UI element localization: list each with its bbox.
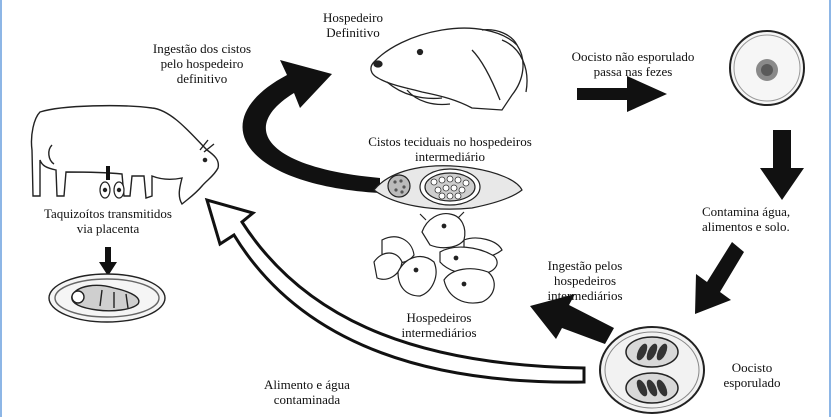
unsporulated-oocyst-line2: passa nas fezes bbox=[540, 64, 726, 79]
intermediate-hosts-illustration bbox=[374, 212, 502, 303]
feces-arrow bbox=[577, 76, 667, 112]
intermediate-hosts-line1: Hospedeiros bbox=[384, 310, 494, 325]
sporulation-arrow bbox=[695, 242, 744, 314]
sporulated-oocyst-label: Oocisto esporulado bbox=[710, 360, 794, 390]
sporulated-oocyst-line2: esporulado bbox=[710, 375, 794, 390]
definitive-host-line1: Hospedeiro bbox=[302, 10, 404, 25]
tissue-cysts-label: Cistos teciduais no hospedeiros intermed… bbox=[327, 134, 573, 164]
tachyzoites-line2: via placenta bbox=[18, 221, 198, 236]
contaminated-food-line1: Alimento e água bbox=[240, 377, 374, 392]
tachyzoites-label: Taquizoítos transmitidos via placenta bbox=[18, 206, 198, 236]
contamination-down-arrow bbox=[760, 130, 804, 200]
unsporulated-oocyst-label: Oocisto não esporulado passa nas fezes bbox=[540, 49, 726, 79]
cyst-ingestion-label: Ingestão dos cistos pelo hospedeiro defi… bbox=[127, 41, 277, 86]
tissue-cyst-illustration bbox=[374, 166, 522, 209]
fetus-illustration bbox=[49, 274, 165, 322]
tissue-cysts-line2: intermediário bbox=[327, 149, 573, 164]
tissue-cysts-line1: Cistos teciduais no hospedeiros bbox=[327, 134, 573, 149]
contamination-line1: Contamina água, bbox=[702, 204, 831, 219]
contaminated-food-line2: contaminada bbox=[240, 392, 374, 407]
contamination-line2: alimentos e solo. bbox=[702, 219, 831, 234]
tachyzoite-icons bbox=[100, 182, 124, 198]
intermediate-ingestion-line2: hospedeiros bbox=[530, 273, 640, 288]
cyst-ingestion-line1: Ingestão dos cistos bbox=[127, 41, 277, 56]
tachyzoite-dash bbox=[106, 166, 110, 180]
contaminated-food-arrow bbox=[207, 200, 584, 382]
cyst-ingestion-line3: definitivo bbox=[127, 71, 277, 86]
contaminated-food-label: Alimento e água contaminada bbox=[240, 377, 374, 407]
intermediate-ingestion-line3: intermediários bbox=[530, 288, 640, 303]
placenta-arrow bbox=[99, 247, 117, 276]
intermediate-hosts-label: Hospedeiros intermediários bbox=[384, 310, 494, 340]
tachyzoites-line1: Taquizoítos transmitidos bbox=[18, 206, 198, 221]
unsporulated-oocyst-line1: Oocisto não esporulado bbox=[540, 49, 726, 64]
definitive-host-label: Hospedeiro Definitivo bbox=[302, 10, 404, 40]
contamination-label: Contamina água, alimentos e solo. bbox=[702, 204, 831, 234]
sporulated-oocyst-illustration bbox=[600, 327, 704, 413]
cyst-ingestion-line2: pelo hospedeiro bbox=[127, 56, 277, 71]
intermediate-ingestion-line1: Ingestão pelos bbox=[530, 258, 640, 273]
dog-head-illustration bbox=[371, 28, 527, 110]
sporulated-oocyst-line1: Oocisto bbox=[710, 360, 794, 375]
intermediate-ingestion-label: Ingestão pelos hospedeiros intermediário… bbox=[530, 258, 640, 303]
intermediate-hosts-line2: intermediários bbox=[384, 325, 494, 340]
definitive-host-line2: Definitivo bbox=[302, 25, 404, 40]
goat-illustration bbox=[31, 106, 218, 204]
unsporulated-oocyst-illustration bbox=[730, 31, 804, 105]
